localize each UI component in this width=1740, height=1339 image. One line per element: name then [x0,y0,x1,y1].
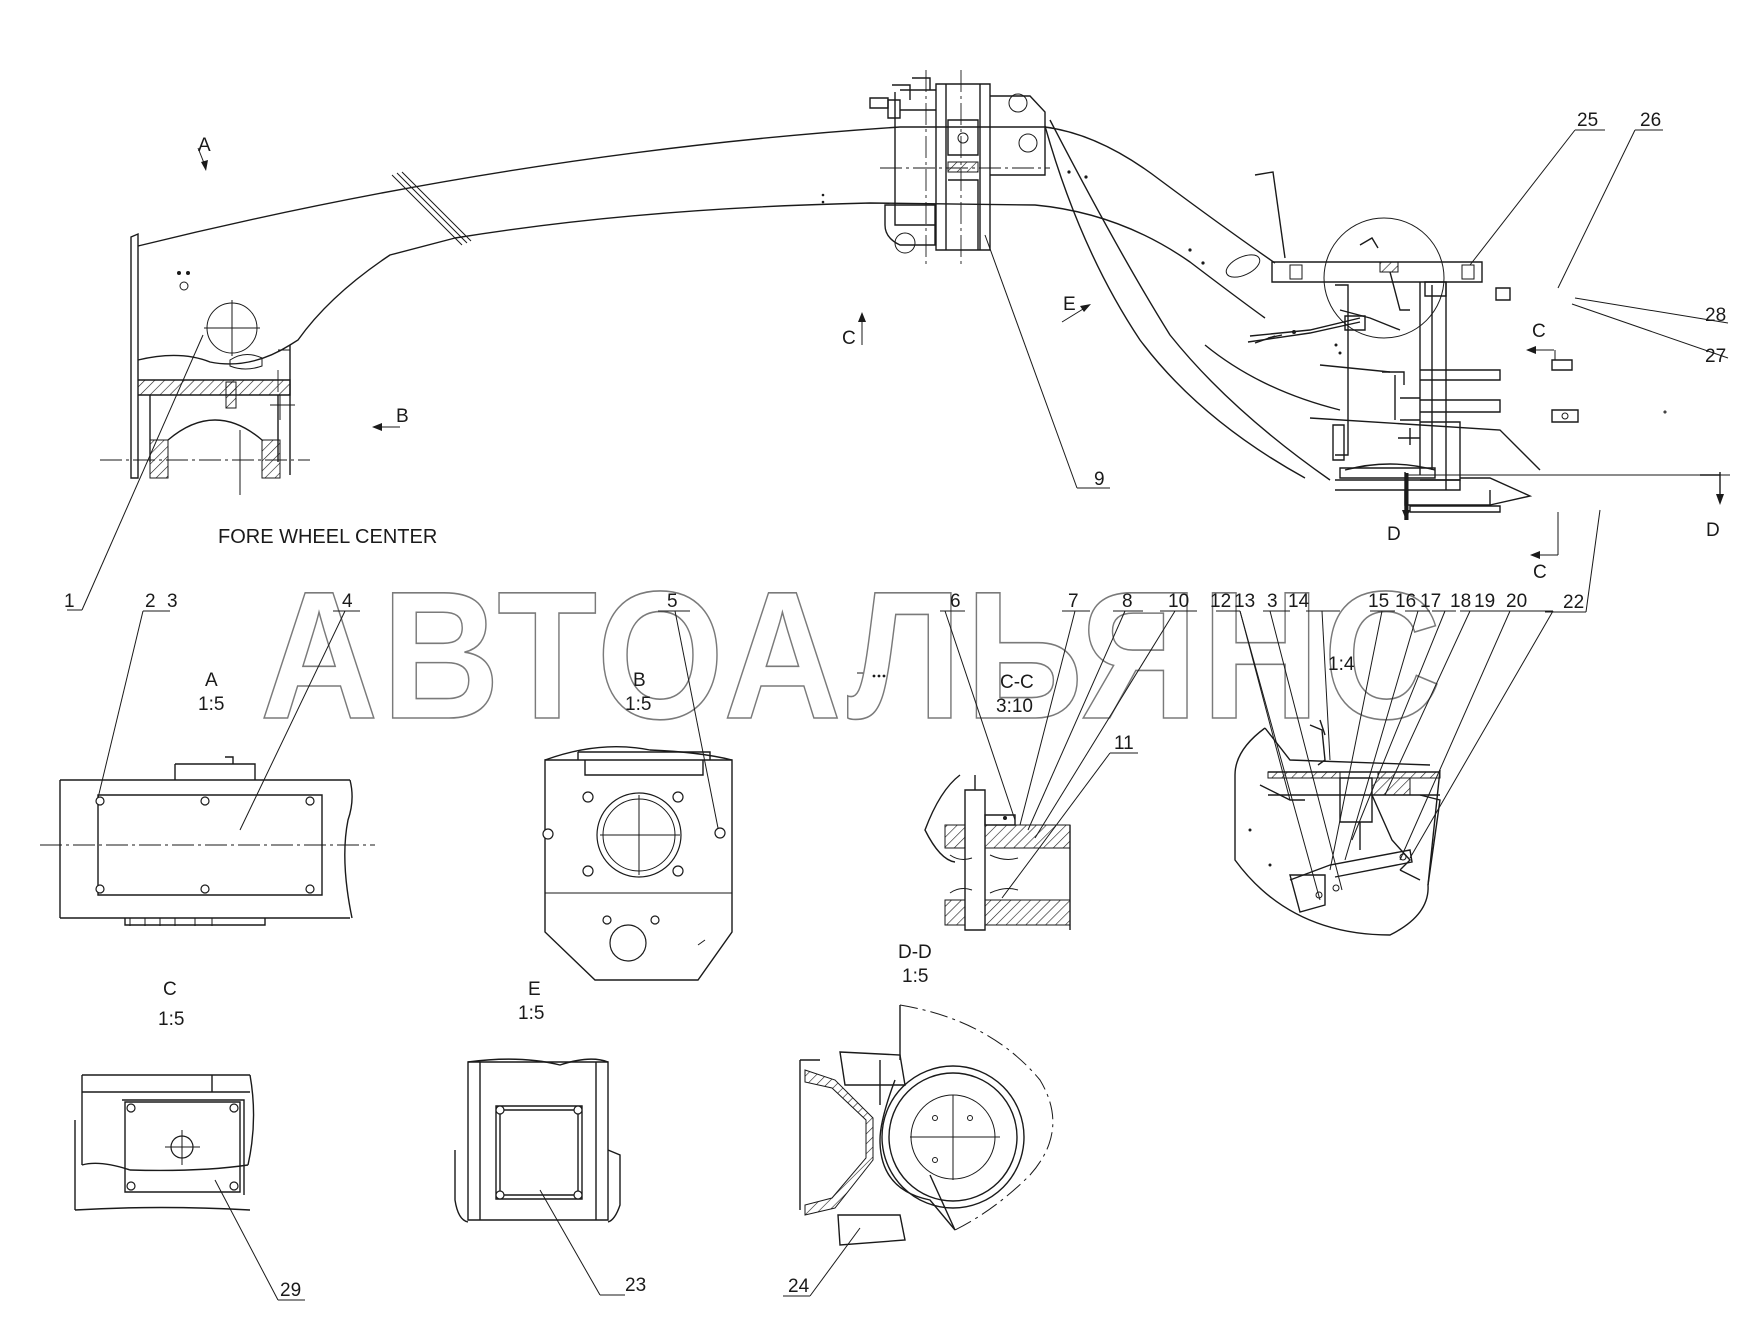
view-mark-d-left: D [1387,524,1401,545]
view-e-scale: 1:5 [518,1003,544,1024]
callout-23: 23 [625,1275,646,1296]
view-mark-c-right-2: C [1533,562,1547,583]
view-mark-b: B [396,406,409,427]
callout-27: 27 [1705,346,1726,367]
callout-10: 10 [1168,591,1189,612]
view-c-c [924,610,1197,931]
view-dd-name: D-D [898,942,932,963]
callout-4: 4 [342,591,353,612]
view-mark-a: A [198,135,211,156]
view-b-scale: 1:5 [625,694,651,715]
labels: FORE WHEEL CENTER A B C E C C D D 1 2 3 … [64,110,1726,1301]
callout-1: 1 [64,591,75,612]
view-a-name: A [205,670,218,691]
callout-28: 28 [1705,305,1726,326]
callout-12: 12 [1210,591,1231,612]
view-e [454,1058,625,1296]
callout-25: 25 [1577,110,1598,131]
callout-5: 5 [667,591,678,612]
main-view [67,70,1730,613]
callout-20: 20 [1506,591,1527,612]
callout-18: 18 [1450,591,1471,612]
caption: FORE WHEEL CENTER [218,526,437,548]
callout-15: 15 [1368,591,1389,612]
callout-3b: 3 [1267,591,1278,612]
callout-8: 8 [1122,591,1133,612]
callout-11: 11 [1114,733,1134,754]
view-mark-e: E [1063,294,1076,315]
view-mark-d-right: D [1706,520,1720,541]
view-e-name: E [528,979,541,1000]
callout-19: 19 [1474,591,1495,612]
view-cc-name: C-C [1000,672,1034,693]
callout-13: 13 [1234,591,1255,612]
view-dd-scale: 1:5 [902,966,928,987]
small-marks [857,672,886,678]
callout-29: 29 [280,1280,301,1301]
callout-2: 2 [145,591,156,612]
view-c-scale: 1:5 [158,1009,184,1030]
view-c-name: C [163,979,177,1000]
callout-26: 26 [1640,110,1661,131]
view-a-scale: 1:5 [198,694,224,715]
callout-14: 14 [1288,591,1310,612]
view-mark-c: C [842,328,856,349]
callout-16: 16 [1395,591,1416,612]
view-c-bottom [74,1074,305,1301]
view-mark-c-right-1: C [1532,321,1546,342]
view-a [40,610,375,926]
detail-scale: 1:4 [1328,654,1355,675]
callout-6: 6 [950,591,961,612]
callout-3: 3 [167,591,178,612]
callout-17: 17 [1420,591,1441,612]
detail-view [1216,610,1554,936]
callout-7: 7 [1068,591,1079,612]
callout-22: 22 [1563,592,1584,613]
view-cc-scale: 3:10 [996,696,1033,717]
view-b-name: B [633,670,646,691]
view-d-d [783,1004,1054,1297]
callout-24: 24 [788,1276,810,1297]
watermark: АВТОАЛЬЯНС [260,553,1445,757]
view-b [542,610,733,981]
callout-9: 9 [1094,469,1105,490]
